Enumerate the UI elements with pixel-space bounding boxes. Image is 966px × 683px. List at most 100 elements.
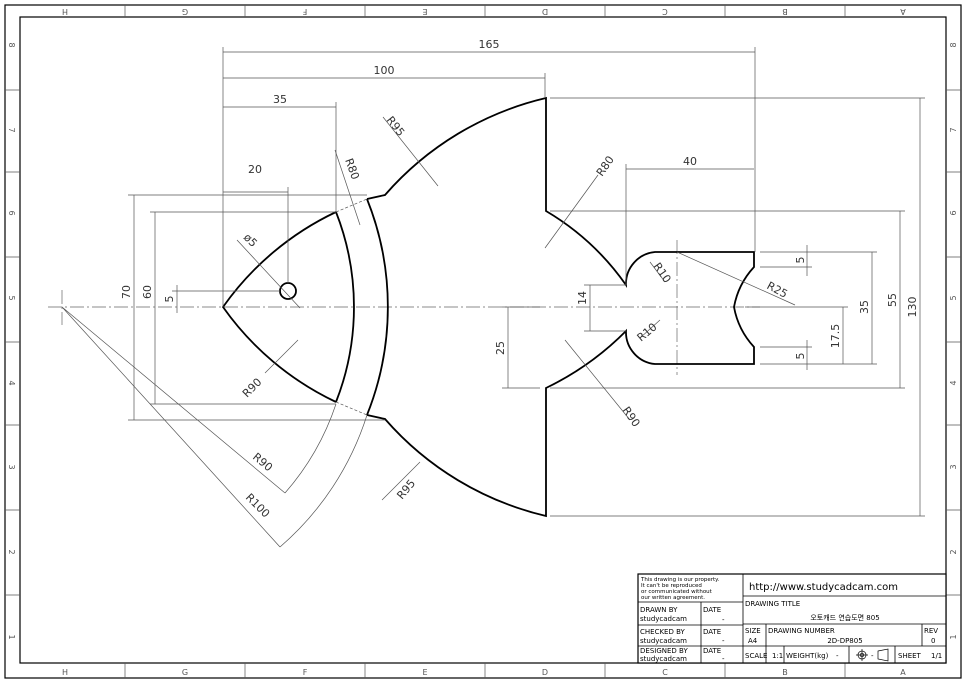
zone-label: 7: [7, 127, 16, 132]
date-value: -: [722, 616, 725, 624]
dim-40: 40: [683, 155, 697, 168]
zone-labels-left: 8 7 6 5 4 3 2 1: [7, 42, 16, 639]
zone-label: C: [662, 668, 668, 677]
inner-border: [19, 16, 947, 664]
body-outline: [366, 96, 755, 518]
zone-label: 5: [949, 295, 958, 300]
zone-label: 3: [7, 464, 16, 469]
radius-r10-top: R10: [651, 260, 674, 285]
zone-label: H: [62, 668, 68, 677]
dim-35-right: 35: [858, 300, 871, 314]
radius-r95-bottom: R95: [394, 477, 418, 502]
zone-label: 5: [7, 295, 16, 300]
designed-by-label: DESIGNED BY: [640, 647, 688, 655]
zone-label: 4: [949, 380, 958, 385]
drawing-title: 오토캐드 연습도면 805: [810, 613, 879, 622]
zone-ticks: [5, 5, 961, 678]
date-label: DATE: [703, 647, 721, 655]
zone-label: E: [422, 7, 427, 16]
dim-5-top: 5: [794, 257, 807, 264]
url-text: http://www.studycadcam.com: [749, 582, 898, 593]
rev-label: REV: [924, 627, 938, 635]
title-block: This drawing is our property. It can't b…: [637, 573, 947, 664]
dim-5-bottom: 5: [794, 353, 807, 360]
zone-label: 1: [949, 634, 958, 639]
size-value: A4: [748, 637, 758, 645]
sheet-label: SHEET: [898, 652, 922, 660]
zone-label: E: [422, 668, 427, 677]
radius-r80-right: R80: [594, 154, 617, 179]
zone-label: F: [302, 7, 307, 16]
dim-17-5: 17.5: [829, 324, 842, 349]
radius-r80-band: R80: [342, 157, 362, 182]
band-inner-arc: [335, 211, 355, 403]
date-label: DATE: [703, 628, 721, 636]
zone-label: F: [303, 668, 308, 677]
weight-label: WEIGHT(kg): [786, 652, 829, 660]
radius-r100: R100: [243, 491, 272, 520]
radius-r90-head: R90: [240, 376, 264, 400]
drawing-number-label: DRAWING NUMBER: [768, 627, 835, 635]
zone-label: C: [662, 7, 668, 16]
dim-25: 25: [494, 341, 507, 355]
dim-165: 165: [479, 38, 500, 51]
zone-label: G: [182, 7, 188, 16]
sheet-value: 1/1: [931, 652, 942, 660]
zone-labels-right: 8 7 6 5 4 3 2 1: [949, 42, 958, 639]
outer-border: [4, 4, 962, 679]
notice-line: This drawing is our property.: [640, 577, 720, 583]
zone-label: D: [542, 668, 548, 677]
projection-symbol-icon: [856, 648, 889, 662]
scale-label: SCALE: [745, 652, 767, 660]
radius-r90-right: R90: [620, 404, 643, 429]
drawing-title-label: DRAWING TITLE: [745, 600, 800, 608]
weight-value: -: [836, 652, 839, 660]
notice-line: or communicated without: [641, 589, 713, 595]
zone-label: D: [542, 7, 548, 16]
zone-labels-top: H G F E D C B A: [62, 7, 906, 16]
zone-label: B: [782, 7, 788, 16]
dim-5-left: 5: [163, 296, 176, 303]
zone-label: 8: [949, 42, 958, 47]
zone-label: 3: [949, 464, 958, 469]
date-value: -: [722, 637, 725, 645]
notice-line: It can't be reproduced: [641, 583, 702, 589]
vertical-centerlines: [61, 240, 678, 375]
band-outer-arc: [366, 198, 389, 416]
dim-14: 14: [576, 291, 589, 305]
drawn-by-label: DRAWN BY: [640, 606, 678, 614]
zone-label: H: [62, 7, 68, 16]
rev-value: 0: [931, 637, 935, 645]
dimension-lines: [61, 47, 925, 548]
size-label: SIZE: [745, 627, 761, 635]
designed-by: studycadcam: [640, 655, 687, 663]
zone-label: A: [900, 7, 906, 16]
zone-label: G: [182, 668, 188, 677]
zone-label: 7: [949, 127, 958, 132]
date-value: -: [722, 655, 725, 663]
checked-by-label: CHECKED BY: [640, 628, 686, 636]
radius-r25: R25: [765, 279, 790, 301]
scale-value: 1:1: [772, 652, 783, 660]
radius-r90-lower: R90: [250, 450, 275, 474]
dim-100: 100: [374, 64, 395, 77]
dim-60: 60: [141, 285, 154, 299]
dim-130: 130: [906, 297, 919, 318]
dim-20: 20: [248, 163, 262, 176]
band-construction-lines: [335, 198, 368, 416]
zone-label: 2: [949, 549, 958, 554]
notice-line: our written agreement.: [641, 595, 705, 601]
zone-label: 1: [7, 634, 16, 639]
zone-label: A: [900, 668, 906, 677]
zone-label: 2: [7, 549, 16, 554]
dim-70: 70: [120, 285, 133, 299]
hole-circle: [279, 282, 297, 300]
dimension-texts: 165 100 35 20 40 70 60 5 14 25 5 5 17.5 …: [120, 38, 919, 520]
dim-55: 55: [886, 293, 899, 307]
checked-by: studycadcam: [640, 637, 687, 645]
dim-35: 35: [273, 93, 287, 106]
zone-label: 6: [7, 210, 16, 215]
zone-label: 4: [7, 380, 16, 385]
drawn-by: studycadcam: [640, 615, 687, 623]
